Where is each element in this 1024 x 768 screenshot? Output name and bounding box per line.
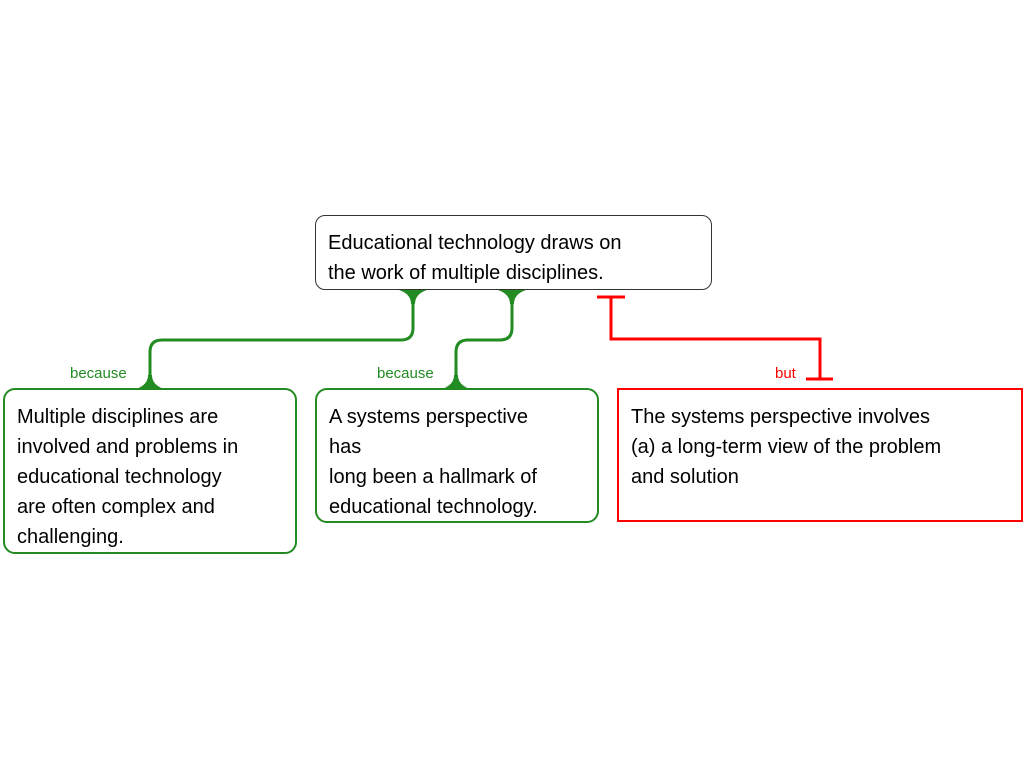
flare-bottom-2: [442, 375, 470, 389]
reason-box-2[interactable]: A systems perspective has long been a ha…: [315, 388, 599, 523]
flare-bottom-1: [136, 375, 164, 389]
objection-label: but: [775, 365, 796, 382]
objection-connector: [609, 298, 822, 378]
reason-label-2: because: [377, 365, 434, 382]
reason-label-1: because: [70, 365, 127, 382]
reason-connector-1: [148, 292, 415, 388]
reason-box-1[interactable]: Multiple disciplines are involved and pr…: [3, 388, 297, 554]
claim-box[interactable]: Educational technology draws on the work…: [315, 215, 712, 290]
reason-connector-2: [454, 292, 514, 388]
flare-top-1: [399, 290, 427, 304]
flare-top-2: [498, 290, 526, 304]
objection-box[interactable]: The systems perspective involves (a) a l…: [617, 388, 1023, 522]
